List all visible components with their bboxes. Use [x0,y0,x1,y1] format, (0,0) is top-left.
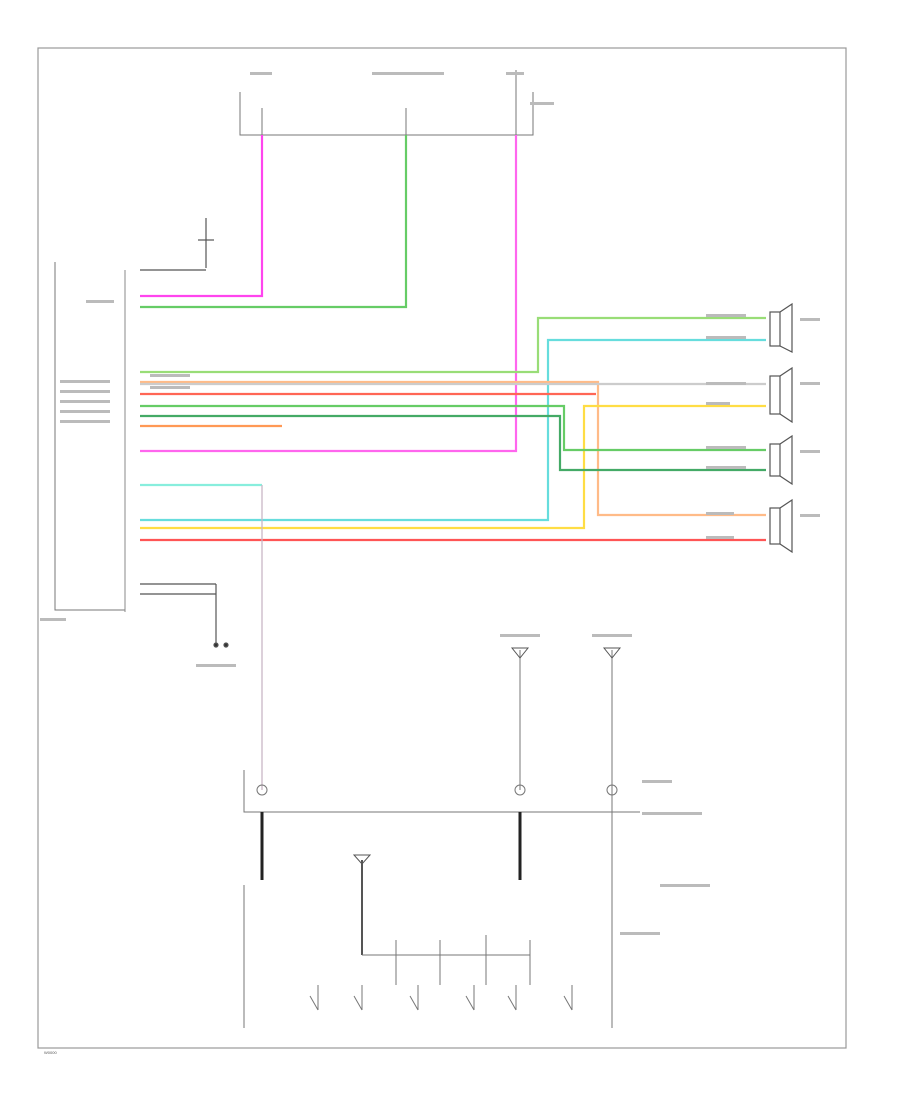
radio-module-outline [54,262,125,611]
wire-green-ignition [140,135,408,309]
wire-lf-minus [140,338,766,522]
wire-rr-minus-peach [140,380,766,517]
speaker-icon-lf [769,302,793,353]
antenna-icon-left [510,647,530,659]
wire-pink-illumination [140,135,518,453]
wire-rf-plus [140,404,766,452]
diagram-frame [37,47,847,1049]
wire-lf-plus [140,316,766,374]
speaker-icon-lr [769,366,793,424]
ground-icon-switch [352,854,372,865]
speaker-icon-rf [769,434,793,486]
ground-icon-bottom [140,583,229,648]
wire-pink-power [140,135,264,298]
wire-lr-yellow [140,404,766,530]
fuse-panel-outline [239,92,534,136]
steering-wheel-switches [243,880,613,1028]
illegible-labels [40,72,820,935]
ground-icon [140,218,214,271]
clockspring-outline [243,770,640,813]
speaker-icon-rr [769,498,793,554]
clockspring-contacts [256,784,618,796]
fuse-markers [261,70,517,148]
footer-code: W0000 [44,1050,57,1055]
wire-rf-minus [140,414,766,472]
antenna-icon-right [602,647,622,659]
